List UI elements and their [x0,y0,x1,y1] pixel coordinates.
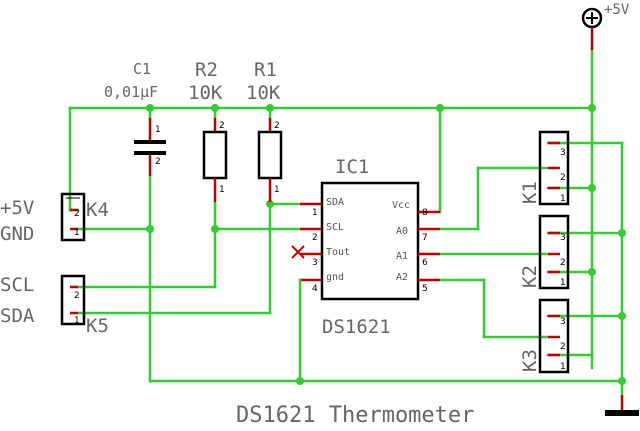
ic1-pin6-num: 6 [422,258,428,268]
junction [618,229,626,237]
junctions [146,104,626,385]
ic1-pin5-num: 5 [422,284,428,294]
ic1-pin3-num: 3 [312,258,318,268]
r2-value: 10K [188,82,223,104]
connector-k2: 3 2 1 K2 [519,214,570,290]
r2-body [202,130,228,180]
junction [618,377,626,385]
ic1-pin5-name: A2 [396,272,408,283]
ic1-pin2-name: SCL [326,222,344,233]
k5-pin2-num: 2 [74,291,80,301]
k3-pin2-num: 2 [560,342,566,352]
junction [211,225,219,233]
junction [436,104,444,112]
capacitor-c1: C1 0,01µF 1 2 [104,60,166,176]
c1-value: 0,01µF [104,83,158,101]
ic1-pin8-name: Vcc [392,200,410,211]
k5-label-scl: SCL [0,274,34,296]
r1-pin2-num: 2 [274,121,280,131]
k5-label-sda: SDA [0,305,35,327]
k3-body [538,298,570,374]
k4-label-vcc: +5V [0,197,34,219]
ic1-pin3-name: Tout [326,247,350,258]
junction [588,268,596,276]
k5-pin1-num: 1 [74,316,80,326]
r2-pin2-num: 2 [219,121,225,131]
c1-name: C1 [133,60,151,78]
junction [146,225,154,233]
junction [266,104,274,112]
ic1-pin7-num: 7 [422,233,428,243]
k1-name: K1 [519,181,541,204]
k3-pin3-num: 3 [560,317,566,327]
junction [296,377,304,385]
k4-body [60,192,86,242]
k2-pin2-num: 2 [560,258,566,268]
k4-label-gnd: GND [0,223,34,245]
ic1-pin4-name: gnd [326,272,344,283]
k3-name: K3 [519,349,541,372]
no-connect-icon [291,245,305,259]
resistor-r1: R1 10K 2 1 [246,59,283,202]
junction [266,200,274,208]
r1-pin1-num: 1 [274,185,280,195]
junction [146,104,154,112]
k4-name: K4 [86,199,109,221]
r1-value: 10K [246,82,281,104]
supply-label: +5V [604,2,630,18]
ic1-part: DS1621 [322,316,391,338]
ic1-pin1-num: 1 [312,208,318,218]
junction [588,104,596,112]
k2-pin1-num: 1 [560,278,566,288]
k1-pin3-num: 3 [560,148,566,158]
resistor-r2: R2 10K 2 1 [188,59,228,202]
k4-pin2-num: 2 [74,209,80,219]
r1-name: R1 [254,59,277,81]
k1-pin2-num: 2 [560,173,566,183]
k3-pin1-num: 1 [560,362,566,372]
ic1-body [320,181,420,301]
k5-body [60,274,86,326]
diagram-title: DS1621 Thermometer [236,403,474,428]
junction [211,104,219,112]
r2-name: R2 [195,59,218,81]
ic1-pin1-name: SDA [326,197,344,208]
connector-k1: 3 2 1 K1 [519,130,570,206]
k2-name: K2 [519,265,541,288]
wires [68,48,624,397]
ic1-pin6-name: A1 [396,251,408,262]
k1-pin1-num: 1 [560,194,566,204]
k2-body [538,214,570,290]
connector-k5: SCL SDA 2 1 K5 [0,274,109,337]
connector-k3: 3 2 1 K3 [519,298,570,374]
k5-name: K5 [86,315,109,337]
ic1-pin4-num: 4 [312,284,318,294]
k2-pin3-num: 3 [560,233,566,243]
ic1-name: IC1 [335,156,369,178]
ic1-pin8-num: 8 [422,208,428,218]
ground-bar-icon [605,410,639,416]
ic1-pin2-num: 2 [312,233,318,243]
ground-symbol [605,395,639,416]
c1-pin1-num: 1 [155,125,161,135]
junction [618,312,626,320]
ic1-pin7-name: A0 [396,226,408,237]
r1-body [257,130,283,180]
k1-body [538,130,570,206]
junction [588,184,596,192]
c1-pin2-num: 2 [155,157,161,167]
vcc-supply-symbol: +5V [581,2,630,50]
ic1-ds1621: IC1 DS1621 1 2 3 4 SDA SCL Tout gnd 8 7 … [291,156,440,338]
connector-k4: +5V GND 2 1 K4 [0,192,109,245]
k4-pin1-num: 1 [74,228,80,238]
r2-pin1-num: 1 [219,185,225,195]
